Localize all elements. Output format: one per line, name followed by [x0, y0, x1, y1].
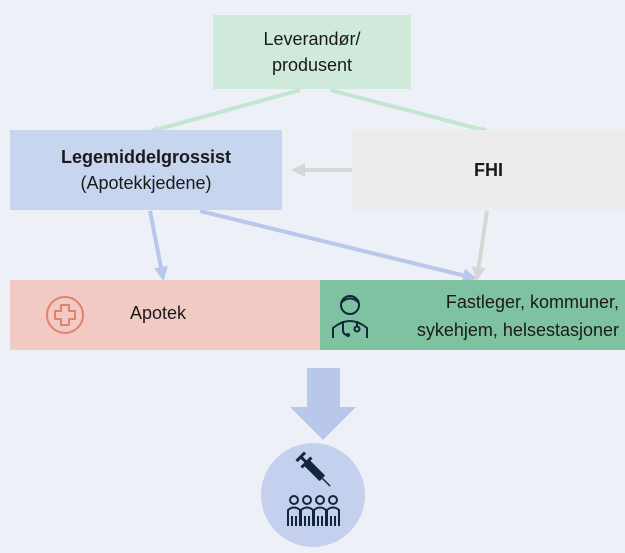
- vaccination-circle: [261, 443, 365, 547]
- arrow-wholesaler-to-gp: [199, 209, 477, 283]
- doctor-icon: [332, 295, 368, 338]
- pharmacy-box: Apotek: [10, 280, 320, 350]
- arrow-supplier-to-fhi: [329, 88, 489, 134]
- wholesaler-subtitle: (Apotekkjedene): [80, 173, 212, 193]
- fhi-box: FHI: [352, 130, 625, 210]
- fhi-label: FHI: [474, 159, 503, 180]
- syringe-icon: [295, 451, 331, 487]
- arrow-wholesaler-to-pharmacy: [148, 210, 168, 281]
- supplier-label-line1: Leverandør/: [263, 29, 361, 49]
- pharmacy-label: Apotek: [130, 303, 187, 323]
- gp-label-line2: sykehjem, helsestasjoner: [416, 320, 619, 340]
- arrow-fhi-to-gp: [471, 210, 489, 281]
- medical-cross-icon: [46, 296, 84, 334]
- gp-box: Fastleger, kommuner, sykehjem, helsestas…: [320, 280, 625, 350]
- wholesaler-box: Legemiddelgrossist (Apotekkjedene): [10, 130, 282, 210]
- supplier-label-line2: produsent: [271, 55, 353, 75]
- gp-label-line1: Fastleger, kommuner,: [445, 292, 619, 312]
- supplier-box: Leverandør/ produsent: [213, 15, 411, 89]
- arrow-down-to-recipients: [290, 368, 356, 440]
- people-group-icon: [287, 495, 340, 526]
- wholesaler-title: Legemiddelgrossist: [60, 147, 232, 167]
- arrow-supplier-to-wholesaler: [150, 88, 301, 134]
